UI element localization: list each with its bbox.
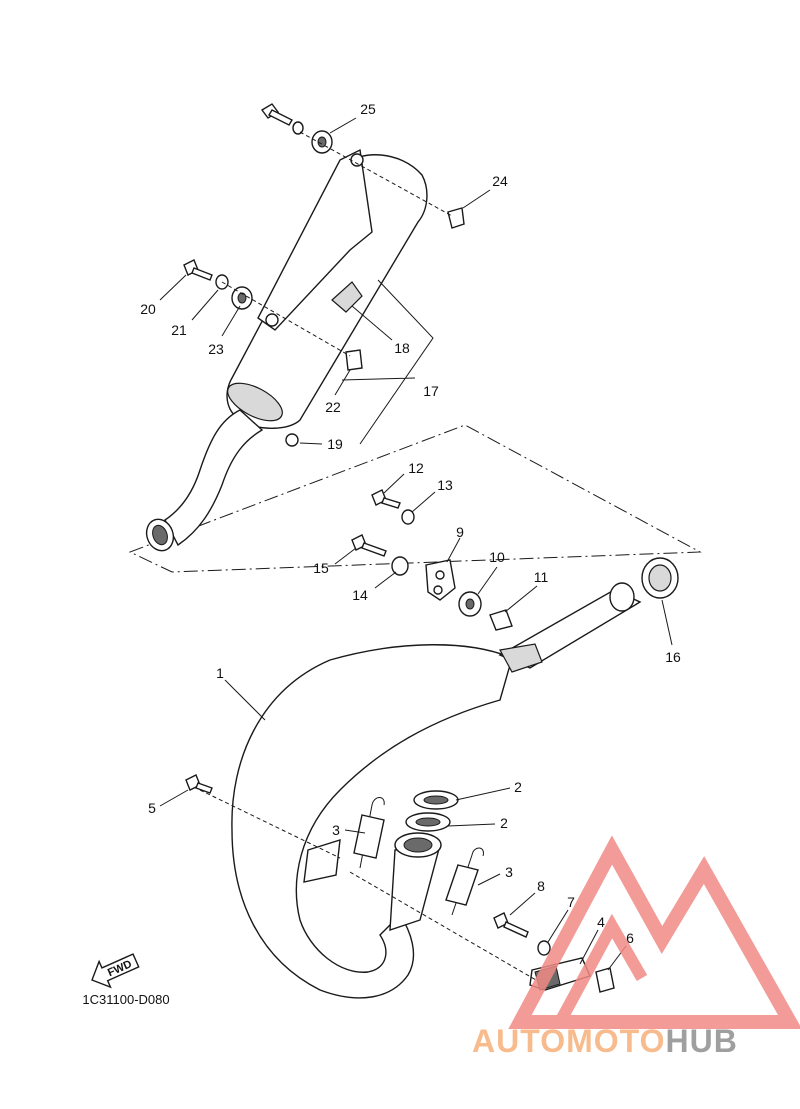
callout-13: 13 (411, 477, 453, 513)
part-10-grommet (458, 591, 482, 617)
callout-16: 16 (661, 599, 681, 665)
part-6-collar (595, 967, 615, 993)
svg-text:2: 2 (514, 779, 522, 795)
part-24-collar (447, 207, 465, 229)
part-25-grommet (311, 130, 333, 154)
part-11-collar (489, 609, 513, 631)
muffler-assembly (145, 148, 428, 552)
part-14-washer (391, 556, 409, 576)
callout-10: 10 (477, 549, 505, 595)
svg-text:3: 3 (505, 864, 513, 880)
part-3-spring-right (445, 847, 484, 916)
svg-text:2: 2 (500, 815, 508, 831)
callout-24: 24 (462, 173, 508, 209)
drawing-code: 1C31100-D080 (82, 992, 169, 1007)
svg-text:18: 18 (394, 340, 410, 356)
part-13-washer (401, 509, 415, 525)
fwd-arrow-icon: FWD (91, 953, 140, 989)
callout-2-lower: 2 (447, 815, 508, 831)
part-7-washer (537, 940, 551, 956)
callout-20: 20 (140, 274, 187, 317)
part-5-bolt (185, 774, 213, 794)
part-16-seal (641, 557, 679, 599)
watermark-logo-icon (508, 835, 800, 1029)
svg-text:21: 21 (171, 322, 187, 338)
callout-19: 19 (299, 436, 343, 452)
svg-text:16: 16 (665, 649, 681, 665)
part-3-spring-left (353, 797, 385, 869)
part-9-bracket (425, 559, 456, 601)
part-15-bolt (351, 534, 387, 557)
svg-text:12: 12 (408, 460, 424, 476)
svg-text:AUTOMOTOHUB: AUTOMOTOHUB (472, 1023, 738, 1059)
part-23-grommet (231, 286, 253, 310)
callout-9: 9 (446, 524, 464, 563)
part-22-collar (345, 349, 363, 371)
svg-text:24: 24 (492, 173, 508, 189)
svg-text:19: 19 (327, 436, 343, 452)
callout-17: 17 (341, 279, 439, 445)
part-2-gasket-lower (405, 812, 451, 832)
muffler-group-frame (128, 424, 702, 573)
callout-3-right: 3 (477, 864, 513, 886)
svg-text:13: 13 (437, 477, 453, 493)
part-2-gasket-upper (413, 790, 459, 810)
part-20-bolt (183, 259, 213, 281)
callout-7: 7 (547, 894, 575, 943)
callout-5: 5 (148, 789, 189, 816)
svg-text:3: 3 (332, 822, 340, 838)
bolt-top (260, 103, 304, 135)
svg-text:1: 1 (216, 665, 224, 681)
svg-text:5: 5 (148, 800, 156, 816)
callout-21: 21 (171, 289, 219, 338)
callout-3-left: 3 (332, 822, 366, 838)
svg-text:7: 7 (567, 894, 575, 910)
svg-text:11: 11 (534, 569, 549, 585)
callout-8: 8 (509, 878, 545, 916)
callout-12: 12 (383, 460, 424, 494)
callout-25: 25 (329, 101, 376, 134)
callout-15: 15 (313, 547, 357, 576)
part-1-exhaust-pipe (231, 582, 642, 999)
watermark-text-part2: HUB (665, 1023, 737, 1059)
svg-text:25: 25 (360, 101, 376, 117)
svg-text:23: 23 (208, 341, 224, 357)
callout-4: 4 (579, 914, 605, 965)
callout-22: 22 (325, 369, 351, 415)
callout-1: 1 (216, 665, 266, 721)
callout-18: 18 (351, 305, 410, 356)
callout-11: 11 (504, 569, 549, 613)
svg-text:10: 10 (489, 549, 505, 565)
svg-text:4: 4 (597, 914, 605, 930)
svg-text:9: 9 (456, 524, 464, 540)
watermark-text-part1: AUTOMOTO (472, 1023, 665, 1059)
fwd-label: FWD (106, 958, 134, 979)
callout-2-upper: 2 (455, 779, 522, 801)
callout-23: 23 (208, 305, 241, 357)
part-19-screw (285, 433, 299, 447)
svg-text:14: 14 (352, 587, 368, 603)
part-12-bolt (371, 489, 401, 509)
svg-text:17: 17 (423, 383, 439, 399)
callout-14: 14 (352, 571, 397, 603)
svg-text:6: 6 (626, 930, 634, 946)
automotohub-watermark: AUTOMOTOHUB (472, 835, 800, 1059)
svg-text:20: 20 (140, 301, 156, 317)
svg-text:15: 15 (313, 560, 329, 576)
svg-text:22: 22 (325, 399, 341, 415)
part-8-bolt (493, 912, 529, 938)
svg-text:8: 8 (537, 878, 545, 894)
